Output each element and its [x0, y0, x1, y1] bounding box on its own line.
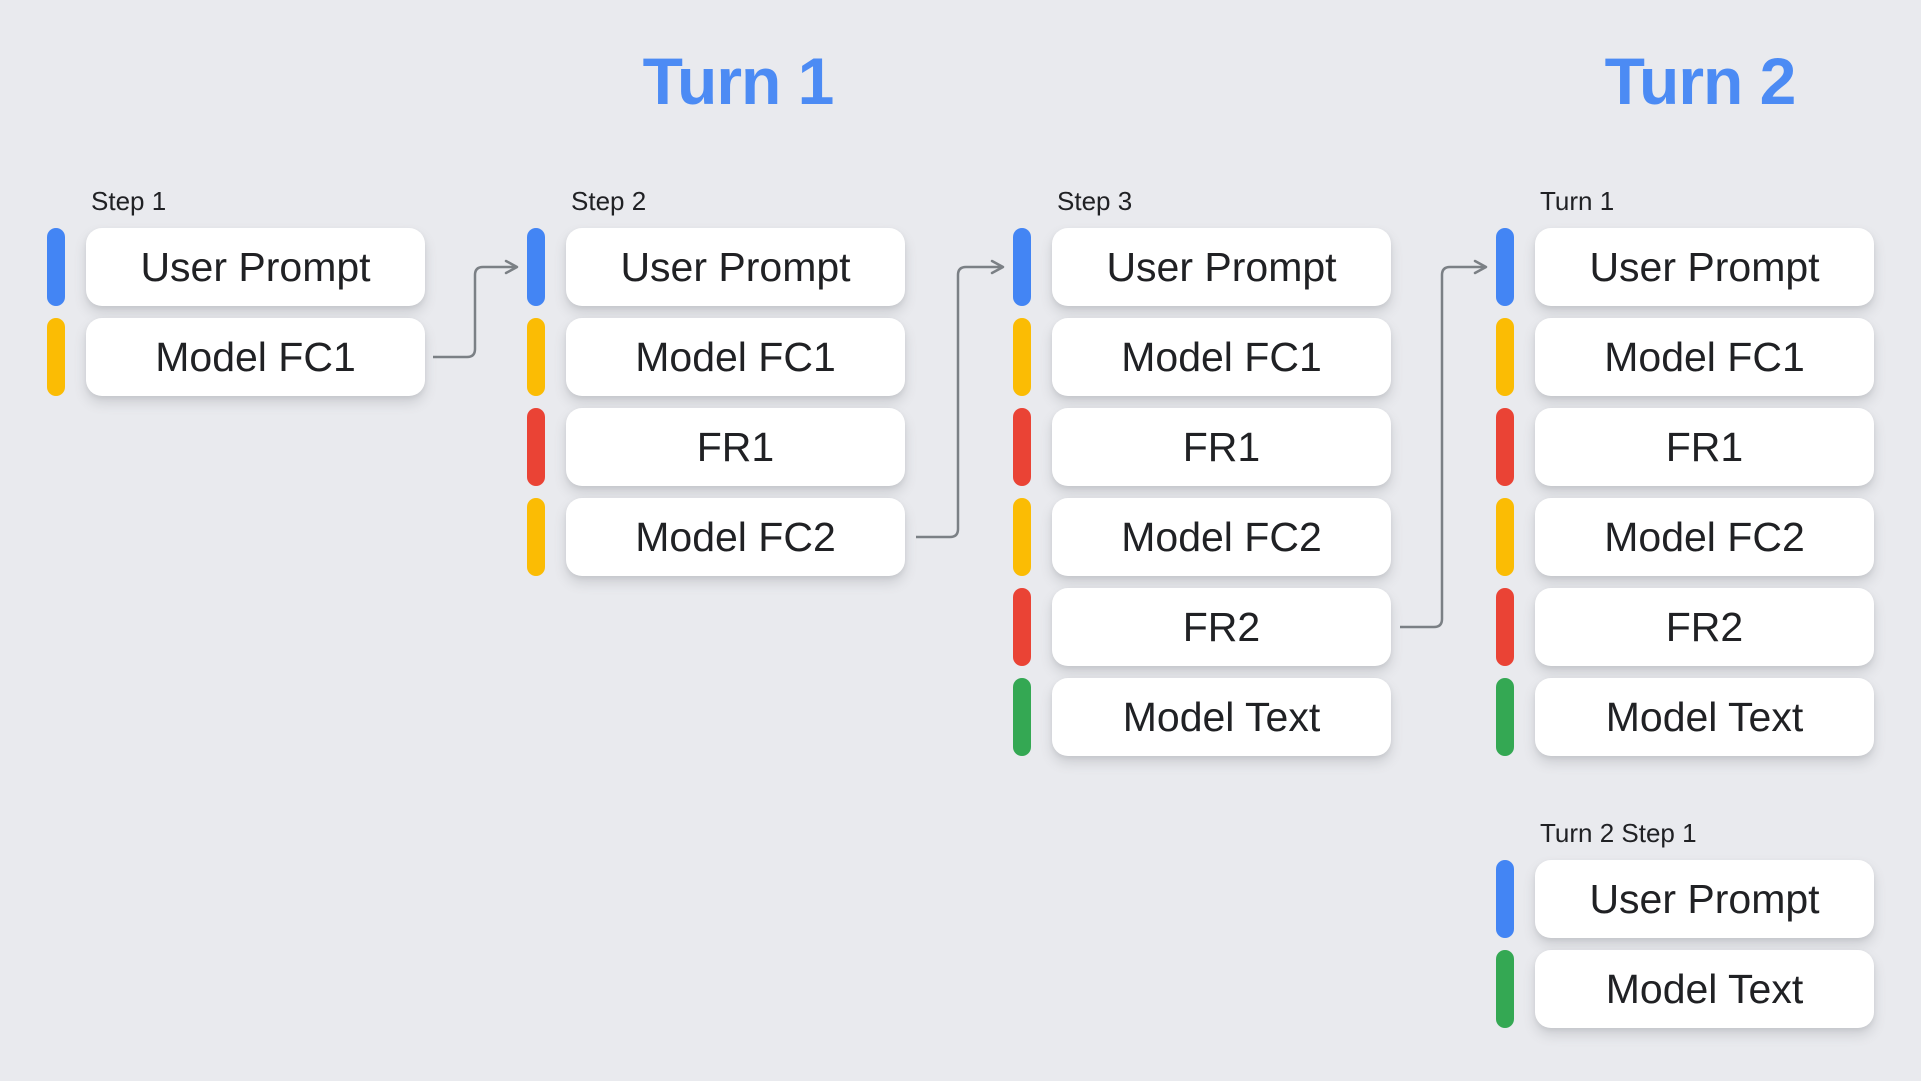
function-response-bar — [527, 408, 545, 486]
card-row: Model FC1 — [1496, 318, 1876, 396]
card-model-fc1: Model FC1 — [1535, 318, 1874, 396]
user-prompt-bar — [1496, 860, 1514, 938]
card-row: Model FC2 — [1496, 498, 1876, 576]
card-row: Model FC2 — [1013, 498, 1393, 576]
user-prompt-bar — [1013, 228, 1031, 306]
function-response-bar — [1013, 588, 1031, 666]
model-text-bar — [1013, 678, 1031, 756]
column-label: Step 1 — [91, 186, 167, 216]
model-fc-bar — [1013, 318, 1031, 396]
column-step-3: Step 3 User Prompt Model FC1 FR1 Model F… — [1013, 186, 1393, 768]
card-row: Model Text — [1013, 678, 1393, 756]
function-response-bar — [1496, 588, 1514, 666]
card-model-fc1: Model FC1 — [1052, 318, 1391, 396]
card-stack: User Prompt Model FC1 FR1 Model FC2 — [527, 228, 907, 576]
card-fr1: FR1 — [566, 408, 905, 486]
column-step-1: Step 1 User Prompt Model FC1 — [47, 186, 427, 408]
card-row: User Prompt — [1496, 860, 1876, 938]
card-fr1: FR1 — [1535, 408, 1874, 486]
card-model-fc2: Model FC2 — [1052, 498, 1391, 576]
card-model-text: Model Text — [1535, 950, 1874, 1028]
card-user-prompt: User Prompt — [86, 228, 425, 306]
model-fc-bar — [527, 498, 545, 576]
card-model-fc1: Model FC1 — [566, 318, 905, 396]
column-turn-1: Turn 1 User Prompt Model FC1 FR1 Model F… — [1496, 186, 1876, 768]
card-row: Model FC2 — [527, 498, 907, 576]
card-user-prompt: User Prompt — [1535, 860, 1874, 938]
function-response-bar — [1013, 408, 1031, 486]
card-fr1: FR1 — [1052, 408, 1391, 486]
arrow-step2-to-step3 — [916, 259, 1005, 539]
card-model-text: Model Text — [1052, 678, 1391, 756]
card-user-prompt: User Prompt — [1535, 228, 1874, 306]
card-row: FR2 — [1013, 588, 1393, 666]
column-label: Step 3 — [1057, 186, 1133, 216]
card-model-fc2: Model FC2 — [1535, 498, 1874, 576]
model-fc-bar — [1013, 498, 1031, 576]
card-fr2: FR2 — [1052, 588, 1391, 666]
column-label: Turn 1 — [1540, 186, 1615, 216]
card-row: User Prompt — [527, 228, 907, 306]
model-fc-bar — [1496, 498, 1514, 576]
card-row: FR1 — [1013, 408, 1393, 486]
column-label: Step 2 — [571, 186, 647, 216]
turn-2-title: Turn 2 — [1604, 44, 1797, 118]
model-fc-bar — [1496, 318, 1514, 396]
card-row: User Prompt — [1496, 228, 1876, 306]
column-label: Turn 2 Step 1 — [1540, 818, 1697, 848]
card-model-fc2: Model FC2 — [566, 498, 905, 576]
card-model-fc1: Model FC1 — [86, 318, 425, 396]
model-fc-bar — [527, 318, 545, 396]
card-user-prompt: User Prompt — [566, 228, 905, 306]
card-model-text: Model Text — [1535, 678, 1874, 756]
model-text-bar — [1496, 950, 1514, 1028]
card-row: User Prompt — [47, 228, 427, 306]
user-prompt-bar — [527, 228, 545, 306]
card-row: Model Text — [1496, 678, 1876, 756]
user-prompt-bar — [1496, 228, 1514, 306]
card-fr2: FR2 — [1535, 588, 1874, 666]
card-stack: User Prompt Model FC1 FR1 Model FC2 FR2 … — [1496, 228, 1876, 756]
card-stack: User Prompt Model FC1 — [47, 228, 427, 396]
column-turn-2-step-1: Turn 2 Step 1 User Prompt Model Text — [1496, 818, 1876, 1040]
card-row: FR1 — [527, 408, 907, 486]
arrow-step1-to-step2 — [433, 259, 519, 359]
card-row: FR2 — [1496, 588, 1876, 666]
card-row: Model FC1 — [47, 318, 427, 396]
card-stack: User Prompt Model FC1 FR1 Model FC2 FR2 … — [1013, 228, 1393, 756]
model-fc-bar — [47, 318, 65, 396]
card-user-prompt: User Prompt — [1052, 228, 1391, 306]
card-row: Model FC1 — [1013, 318, 1393, 396]
card-stack: User Prompt Model Text — [1496, 860, 1876, 1028]
card-row: Model FC1 — [527, 318, 907, 396]
model-text-bar — [1496, 678, 1514, 756]
arrow-step3-to-turn1 — [1400, 259, 1488, 629]
function-response-bar — [1496, 408, 1514, 486]
column-step-2: Step 2 User Prompt Model FC1 FR1 Model F… — [527, 186, 907, 588]
card-row: User Prompt — [1013, 228, 1393, 306]
turn-1-title: Turn 1 — [642, 44, 835, 118]
card-row: Model Text — [1496, 950, 1876, 1028]
user-prompt-bar — [47, 228, 65, 306]
card-row: FR1 — [1496, 408, 1876, 486]
